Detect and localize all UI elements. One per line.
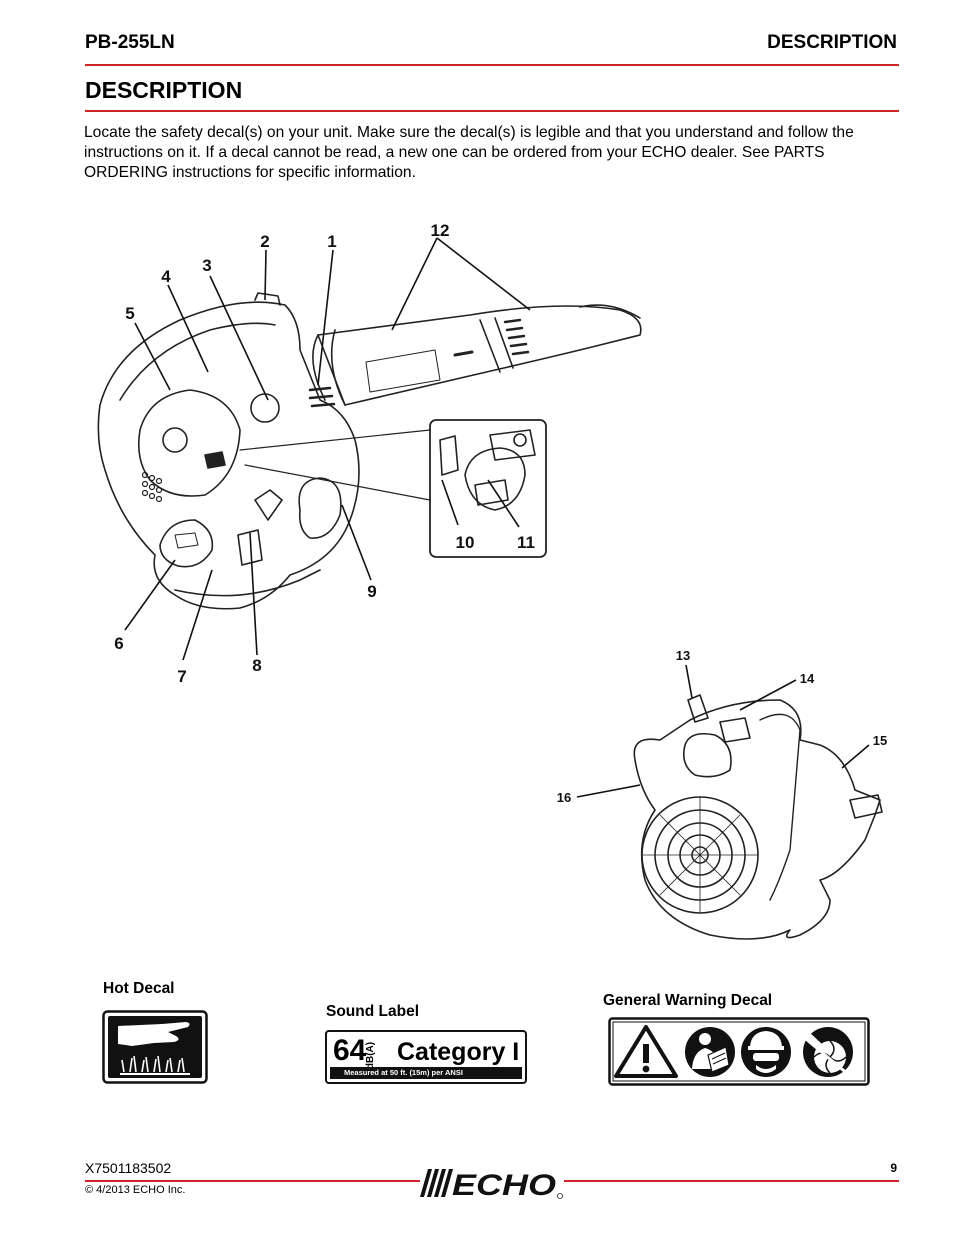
- title-rule: [85, 110, 899, 112]
- callout-15: 15: [873, 733, 887, 748]
- echo-logo-text: ECHO: [452, 1169, 556, 1199]
- callout-4: 4: [161, 267, 171, 286]
- part-number: X7501183502: [85, 1160, 172, 1176]
- callout-leaders: [124, 237, 870, 798]
- warning-decal-label: General Warning Decal: [603, 992, 773, 1009]
- model-name: PB-255LN: [85, 32, 175, 53]
- section-name: DESCRIPTION: [767, 32, 897, 53]
- callout-6: 6: [114, 634, 123, 653]
- header-rule: [85, 64, 899, 66]
- callout-13: 13: [676, 648, 690, 663]
- page-number: 9: [890, 1161, 897, 1175]
- page-title: DESCRIPTION: [85, 77, 243, 103]
- fan-hand-hazard-icon: [803, 1027, 853, 1077]
- sound-unit: dB(A): [365, 1041, 377, 1070]
- sound-level-value: 64: [333, 1034, 367, 1067]
- callout-8: 8: [252, 656, 261, 675]
- callout-2: 2: [260, 232, 269, 251]
- callout-1: 1: [327, 232, 336, 251]
- general-warning-decal: [608, 1017, 870, 1086]
- callout-14: 14: [800, 671, 815, 686]
- footer-rule-right: [564, 1180, 899, 1182]
- callout-12: 12: [431, 221, 450, 240]
- callout-11: 11: [517, 533, 535, 552]
- hand-icon: [118, 1022, 190, 1046]
- intro-paragraph: Locate the safety decal(s) on your unit.…: [84, 124, 854, 181]
- sound-measured-note: Measured at 50 ft. (15m) per ANSI: [330, 1067, 522, 1079]
- echo-logo: ECHO: [420, 1169, 563, 1199]
- hot-decal-label: Hot Decal: [103, 980, 175, 997]
- hot-decal: [102, 1010, 208, 1084]
- fan-housing-view: [633, 694, 883, 940]
- footer-rule-left: [85, 1180, 420, 1182]
- sound-label-title: Sound Label: [326, 1003, 419, 1020]
- safety-gear-icon: [741, 1027, 791, 1077]
- callout-16: 16: [557, 790, 571, 805]
- copyright: © 4/2013 ECHO Inc.: [85, 1184, 186, 1196]
- read-manual-icon: [685, 1027, 735, 1077]
- warning-triangle-icon: [614, 1025, 678, 1078]
- blower-tube: [312, 304, 642, 406]
- callout-3: 3: [202, 256, 211, 275]
- callout-7: 7: [177, 667, 186, 686]
- carburetor-inset: [239, 419, 547, 558]
- sound-category: Category I: [397, 1038, 520, 1066]
- sound-label-decal: 64 dB(A) Category I Measured at 50 ft. (…: [325, 1030, 527, 1084]
- flames-icon: [120, 1055, 190, 1075]
- callout-10: 10: [456, 533, 475, 552]
- callout-5: 5: [125, 304, 134, 323]
- callout-9: 9: [367, 582, 376, 601]
- blower-body: [97, 292, 360, 610]
